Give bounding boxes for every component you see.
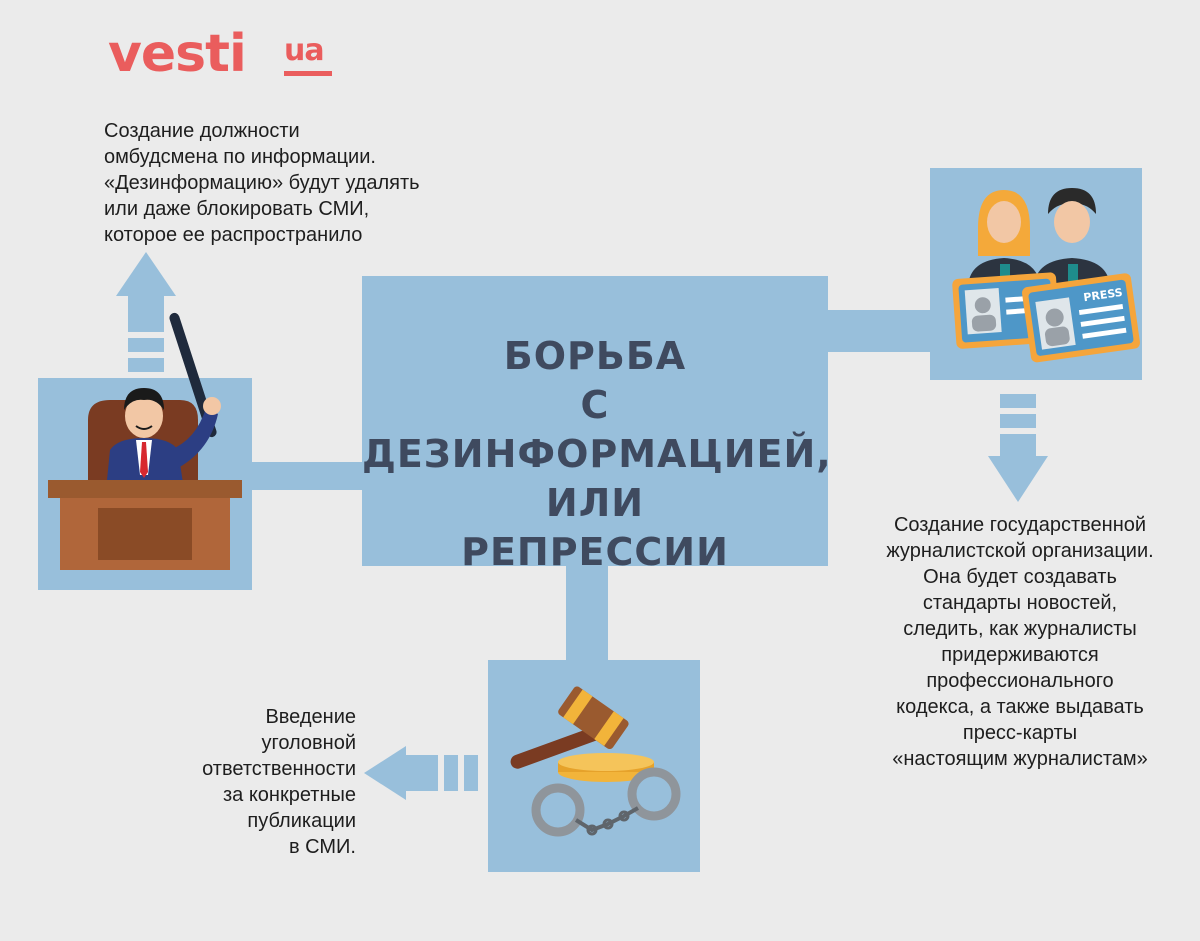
judge-with-baton-icon — [48, 312, 242, 570]
center-title: БОРЬБА С ДЕЗИНФОРМАЦИЕЙ, ИЛИ РЕПРЕССИИ — [362, 334, 832, 574]
arrow-up-icon — [116, 252, 176, 372]
node-criminal-text: Введение уголовной ответственности за ко… — [202, 706, 356, 858]
node-journalist-org-text: Создание государственной журналистской о… — [886, 514, 1154, 770]
center-block — [362, 276, 828, 566]
connector-bottom — [566, 564, 608, 664]
connector-right — [826, 310, 932, 352]
logo-underline — [284, 71, 332, 76]
gavel-handcuffs-icon — [510, 686, 681, 837]
logo-brand: vesti — [108, 24, 247, 84]
node-ombudsman-text: Создание должности омбудсмена по информа… — [104, 120, 420, 246]
journalists-press-cards-icon: PRESS — [952, 188, 1140, 363]
connector-left — [252, 462, 364, 490]
arrow-left-icon — [364, 746, 478, 800]
arrow-down-icon — [988, 394, 1048, 502]
press-card-label: PRESS — [1083, 286, 1124, 304]
logo-suffix: ua — [284, 33, 325, 68]
